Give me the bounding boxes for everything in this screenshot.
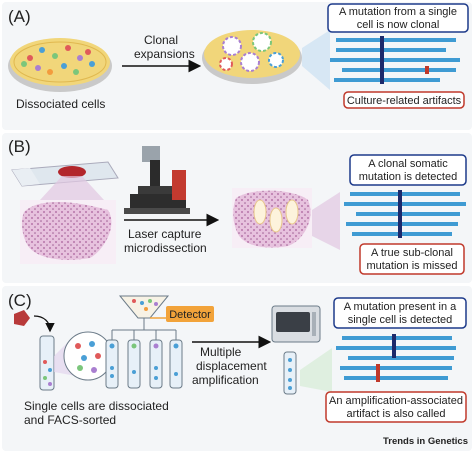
zoomed-cells [75, 341, 101, 373]
amplification-artifact-box [325, 391, 467, 423]
mda-label-line2: displacement [196, 359, 267, 373]
panel-c-reads [336, 334, 456, 382]
dissociated-cells-caption: Dissociated cells [16, 97, 105, 111]
panel-a: (A) Dissociated cells [2, 2, 472, 130]
clonal-somatic-marker [398, 190, 402, 238]
clone-colonies [219, 32, 284, 72]
panel-a-projection [302, 30, 330, 90]
panel-c-projection [300, 348, 332, 392]
clonal-mutation-marker [380, 36, 384, 84]
petri-dish-dissociated [8, 38, 112, 92]
detector-box [166, 306, 214, 322]
panel-a-callout [327, 3, 469, 33]
sorted-tubes [105, 330, 183, 389]
dissociated-cell-dots [21, 45, 95, 75]
lcm-label-line2: microdissection [124, 241, 207, 255]
clonal-label-line2: expansions [134, 47, 195, 61]
dissected-regions [253, 199, 299, 233]
dissociation-arrow [33, 315, 55, 333]
panel-b-label: (B) [8, 137, 31, 156]
panel-b-callout-line1: A clonal somatic [368, 158, 448, 170]
cell-zoom-circle [63, 331, 113, 381]
amp-artifact-line2: artifact is also called [346, 408, 445, 420]
tissue-section [21, 201, 112, 260]
amplified-tube [283, 351, 297, 395]
culture-artifact-marker [425, 66, 429, 74]
panel-b: (B) Laser capture microdissection [2, 133, 472, 283]
facs-sorter-icon [112, 295, 176, 331]
panel-c-callout-line1: A mutation present in a [344, 301, 457, 313]
petri-dish-clonal [202, 30, 302, 84]
tissue-piece-icon [14, 310, 30, 326]
panel-a-label: (A) [8, 7, 31, 26]
panel-b-callout-line2: mutation is detected [359, 171, 457, 183]
panel-b-reads [344, 190, 466, 238]
amp-artifact-line1: An amplification-associated [329, 395, 463, 407]
panel-c: (C) [2, 286, 472, 451]
detector-label: Detector [169, 309, 211, 321]
sequencer-icon [271, 305, 321, 343]
microscope-icon [124, 146, 190, 214]
single-cell-mutation-marker [392, 334, 396, 358]
panel-c-callout-line2: single cell is detected [348, 314, 453, 326]
missed-line2: mutation is missed [366, 260, 457, 272]
slide-zoom-wedge [40, 176, 104, 200]
missed-mutation-box [359, 243, 465, 275]
missed-line1: A true sub-clonal [371, 247, 453, 259]
glass-slide [11, 161, 119, 187]
panel-c-callout [333, 297, 467, 329]
journal-credit: Trends in Genetics [383, 436, 468, 447]
panel-a-callout-line2: cell is now clonal [357, 19, 440, 31]
facs-caption-line1: Single cells are dissociated [24, 399, 169, 413]
panel-b-callout [349, 154, 467, 186]
panel-c-label: (C) [8, 291, 32, 310]
cell-suspension-tube [39, 335, 55, 391]
panel-a-reads [330, 36, 460, 84]
artifact-label: Culture-related artifacts [347, 95, 462, 107]
panel-b-projection [312, 192, 340, 250]
clonal-label-line1: Clonal [144, 33, 178, 47]
facs-caption-line2: and FACS-sorted [24, 413, 116, 427]
mda-label-line1: Multiple [200, 345, 242, 359]
artifact-label-box [343, 91, 465, 109]
lcm-label-line1: Laser capture [128, 227, 202, 241]
amplification-artifact-marker [376, 364, 380, 382]
panel-a-callout-line1: A mutation from a single [339, 6, 457, 18]
mda-label-line3: amplification [192, 373, 259, 387]
